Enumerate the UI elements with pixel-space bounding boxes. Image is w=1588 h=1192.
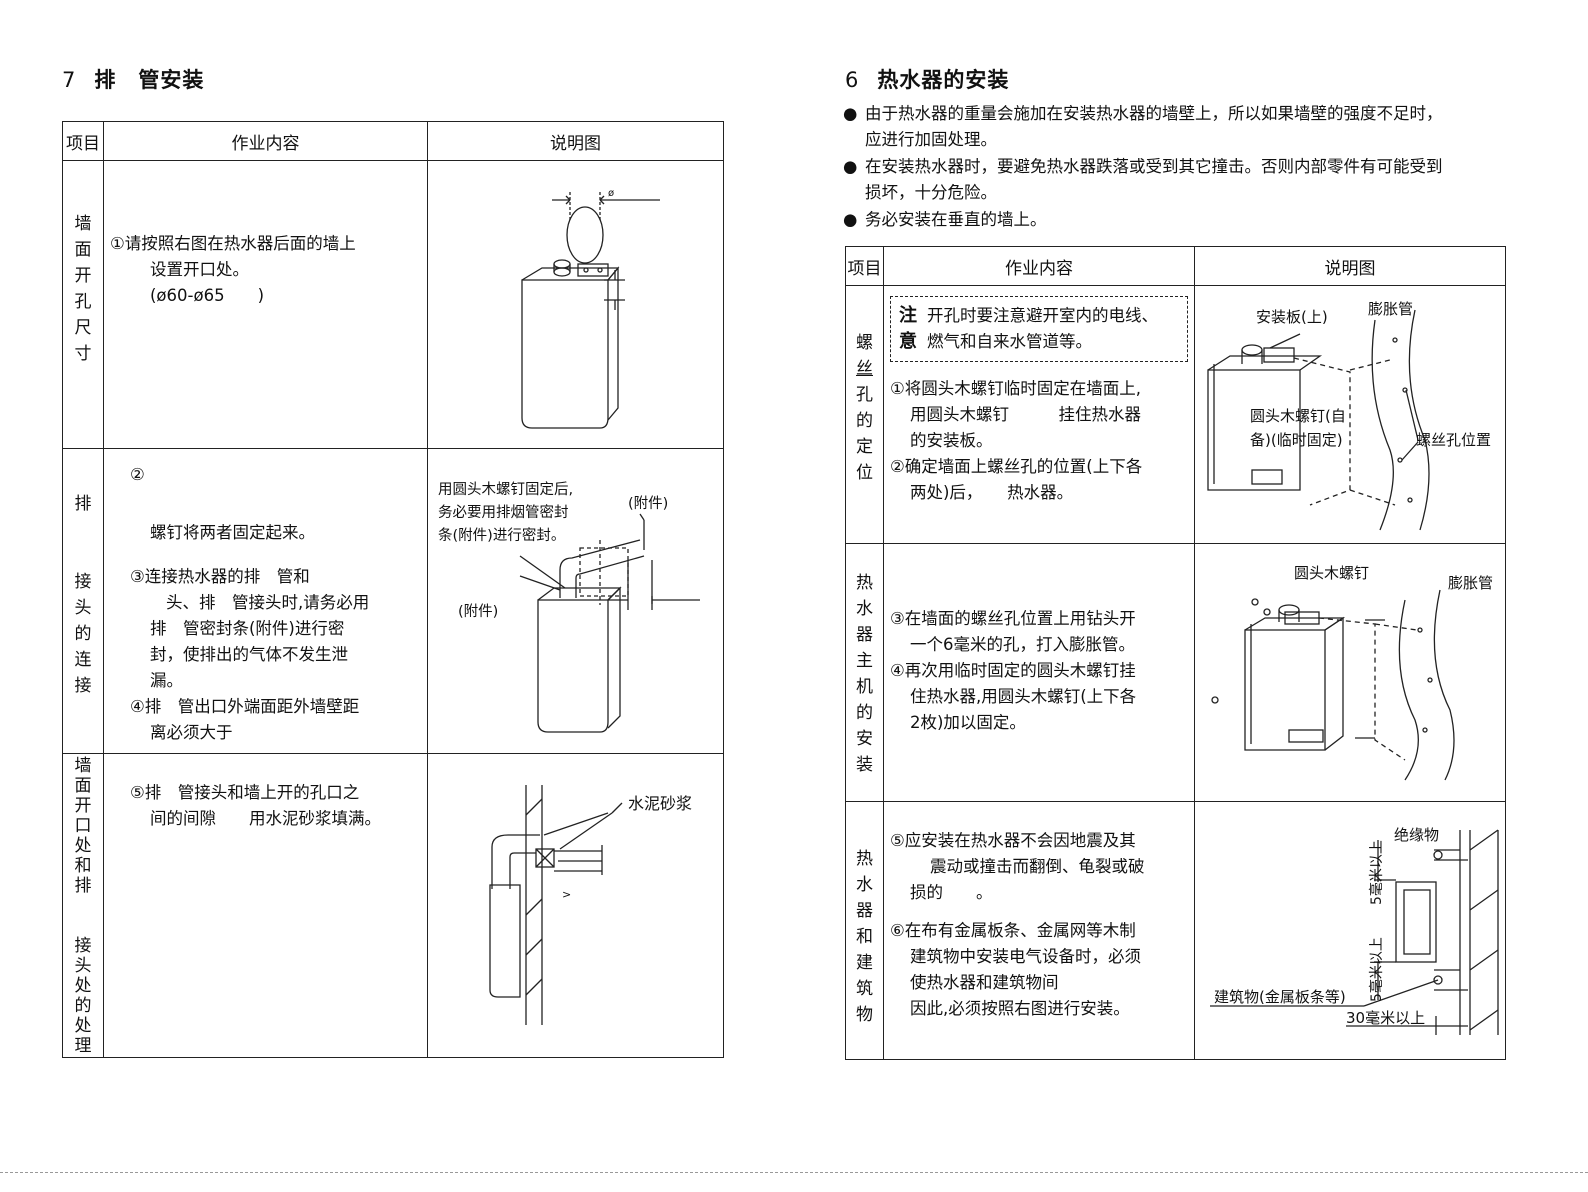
right-row1-line: 用圆头木螺钉 挂住热水器 xyxy=(910,405,1141,424)
bullet-item: ●在安装热水器时，要避免热水器跌落或受到其它撞击。否则内部零件有可能受到 损坏，… xyxy=(843,157,1443,202)
right-section-number: 6 xyxy=(845,68,860,92)
left-header-item: 项目 xyxy=(62,121,104,161)
right-row3-line: ⑤应安装在热水器不会因地震及其 xyxy=(890,831,1136,850)
right-row3-line: 震动或撞击而翻倒、龟裂或破 xyxy=(930,857,1145,876)
right-row2-diagram xyxy=(1194,543,1506,802)
right-diagram3-label: 5毫米以上 xyxy=(1369,840,1385,905)
right-diagram2-label: 膨胀管 xyxy=(1448,574,1494,592)
left-row3-content: ⑤排 管接头和墙上开的孔口之 间的间隙 用水泥砂浆填满。 xyxy=(103,753,428,1058)
left-row1-label: 墙面开孔尺寸 xyxy=(62,160,104,449)
right-diagram1-label: 备)(临时固定) xyxy=(1250,431,1343,449)
left-row2-line: ③连接热水器的排 管和 xyxy=(130,567,310,586)
left-diagram2-label: (附件) xyxy=(628,496,669,512)
bullet-item: ●务必安装在垂直的墙上。 xyxy=(843,210,1047,229)
left-row1-line: ①请按照右图在热水器后面的墙上 xyxy=(110,234,356,253)
left-row2-line: 螺钉将两者固定起来。 xyxy=(150,523,315,542)
right-row1-line: ①将圆头木螺钉临时固定在墙面上, xyxy=(890,379,1142,398)
right-diagram1-label: 螺丝孔位置 xyxy=(1416,431,1492,449)
right-section-title-text: 热水器的安装 xyxy=(877,68,1010,92)
left-row2-line: 离必须大于 xyxy=(150,723,233,742)
left-section-title: 7 排 管安装 xyxy=(62,64,204,94)
right-row3-line: 使热水器和建筑物间 xyxy=(910,973,1059,992)
left-diagram2-label: 务必要用排烟管密封 xyxy=(438,505,569,521)
left-diagram3-label: > xyxy=(562,888,572,901)
caution-note: 注意 开孔时要注意避开室内的电线、 燃气和自来水管道等。 xyxy=(890,296,1188,362)
left-row1-line: (ø60-ø65 ) xyxy=(150,286,265,305)
heater-mounting-diagram xyxy=(1211,589,1455,781)
right-table: 项目 作业内容 说明图 螺丝孔的定位 注意 开孔时要注意避开室内的电线、 燃气和… xyxy=(845,246,1506,1060)
left-row2-line: 漏。 xyxy=(150,671,183,690)
right-row1-content: 注意 开孔时要注意避开室内的电线、 燃气和自来水管道等。 ①将圆头木螺钉临时固定… xyxy=(883,285,1195,544)
left-row2-label: 排接头的连接 xyxy=(62,448,104,754)
right-row1-line: 两处)后， 热水器。 xyxy=(910,483,1074,502)
right-header-item: 项目 xyxy=(845,246,884,286)
bullet-item: ●由于热水器的重量会施加在安装热水器的墙壁上，所以如果墙壁的强度不足时， 应进行… xyxy=(843,104,1443,149)
right-diagram3-label: 绝缘物 xyxy=(1394,826,1440,844)
right-diagram2-label: 圆头木螺钉 xyxy=(1294,564,1370,582)
right-row1-label: 螺丝孔的定位 xyxy=(845,285,884,544)
left-header-diagram: 说明图 xyxy=(427,121,724,161)
left-diagram2-label: 条(附件)进行密封。 xyxy=(438,528,566,544)
left-section-number: 7 xyxy=(62,68,77,92)
left-table: 项目 作业内容 说明图 墙面开孔尺寸 ①请按照右图在热水器后面的墙上 设置开口处… xyxy=(62,121,724,1058)
right-row3-diagram xyxy=(1194,801,1506,1060)
wall-mortar-diagram xyxy=(489,785,623,1025)
insulation-clearance-diagram xyxy=(1210,829,1499,1035)
right-row1-line: 的安装板。 xyxy=(910,431,993,450)
right-diagram1-label: 安装板(上) xyxy=(1256,308,1328,326)
heater-pipe-hole-diagram xyxy=(521,192,660,429)
left-diagram3-label: 水泥砂浆 xyxy=(628,794,693,813)
left-row3-line: ⑤排 管接头和墙上开的孔口之 xyxy=(130,783,360,802)
left-row2-line: ④排 管出口外端面距外墙壁距 xyxy=(130,697,360,716)
left-row1-line: 设置开口处。 xyxy=(150,260,249,279)
left-row2-line: ② xyxy=(130,465,145,484)
right-diagram3-label: 5毫米以上 xyxy=(1369,937,1385,1002)
mounting-plate-diagram xyxy=(1207,309,1430,531)
right-diagram3-label: 30毫米以上 xyxy=(1346,1009,1426,1027)
right-diagram1-label: 膨胀管 xyxy=(1368,300,1414,318)
page-bottom-divider xyxy=(0,1172,1588,1173)
right-row2-line: ③在墙面的螺丝孔位置上用钻头开 xyxy=(890,609,1136,628)
right-row3-label: 热水器和建筑物 xyxy=(845,801,884,1060)
left-diagram1-label: ø xyxy=(608,188,615,199)
right-row3-line: ⑥在布有金属板条、金属网等木制 xyxy=(890,921,1136,940)
left-row3-diagram xyxy=(427,753,724,1058)
heater-elbow-diagram xyxy=(519,513,700,733)
right-row3-content: ⑤应安装在热水器不会因地震及其 震动或撞击而翻倒、龟裂或破 损的 。 ⑥在布有金… xyxy=(883,801,1195,1060)
left-row3-line: 间的间隙 用水泥砂浆填满。 xyxy=(150,809,381,828)
right-row2-line: ④再次用临时固定的圆头木螺钉挂 xyxy=(890,661,1136,680)
left-row3-label: 墙面开口处和排接头处的处理 xyxy=(62,753,104,1058)
right-row2-line: 一个6毫米的孔，打入膨胀管。 xyxy=(910,635,1135,654)
right-diagram1-label: 圆头木螺钉(自 xyxy=(1250,407,1346,425)
left-section-title-text: 排 管安装 xyxy=(94,68,205,92)
left-header-work: 作业内容 xyxy=(103,121,428,161)
right-row1-line: ②确定墙面上螺丝孔的位置(上下各 xyxy=(890,457,1143,476)
left-row2-line: 排 管密封条(附件)进行密 xyxy=(150,619,345,638)
left-diagram2-label: (附件) xyxy=(458,604,499,620)
right-row2-label: 热水器主机的安装 xyxy=(845,543,884,802)
right-row3-line: 损的 。 xyxy=(910,883,993,902)
left-row2-line: 头、排 管接头时,请务必用 xyxy=(166,593,370,612)
left-row1-diagram xyxy=(427,160,724,449)
right-row2-line: 住热水器,用圆头木螺钉(上下各 xyxy=(910,687,1137,706)
right-header-work: 作业内容 xyxy=(883,246,1195,286)
left-row2-line: 封，使排出的气体不发生泄 xyxy=(150,645,348,664)
right-diagram3-label: 建筑物(金属板条等) xyxy=(1214,988,1346,1006)
left-row2-content: ② 螺钉将两者固定起来。 ③连接热水器的排 管和 头、排 管接头时,请务必用 排… xyxy=(103,448,428,754)
left-row2-diagram xyxy=(427,448,724,754)
right-row2-line: 2枚)加以固定。 xyxy=(910,713,1026,732)
right-row3-line: 因此,必须按照右图进行安装。 xyxy=(910,999,1130,1018)
right-section-title: 6 热水器的安装 xyxy=(845,64,1009,94)
right-row2-content: ③在墙面的螺丝孔位置上用钻头开 一个6毫米的孔，打入膨胀管。 ④再次用临时固定的… xyxy=(883,543,1195,802)
left-diagram2-label: 用圆头木螺钉固定后, xyxy=(438,482,574,498)
right-row3-line: 建筑物中安装电气设备时，必须 xyxy=(910,947,1141,966)
left-row1-content: ①请按照右图在热水器后面的墙上 设置开口处。 (ø60-ø65 ) xyxy=(103,160,428,449)
right-header-diagram: 说明图 xyxy=(1194,246,1506,286)
